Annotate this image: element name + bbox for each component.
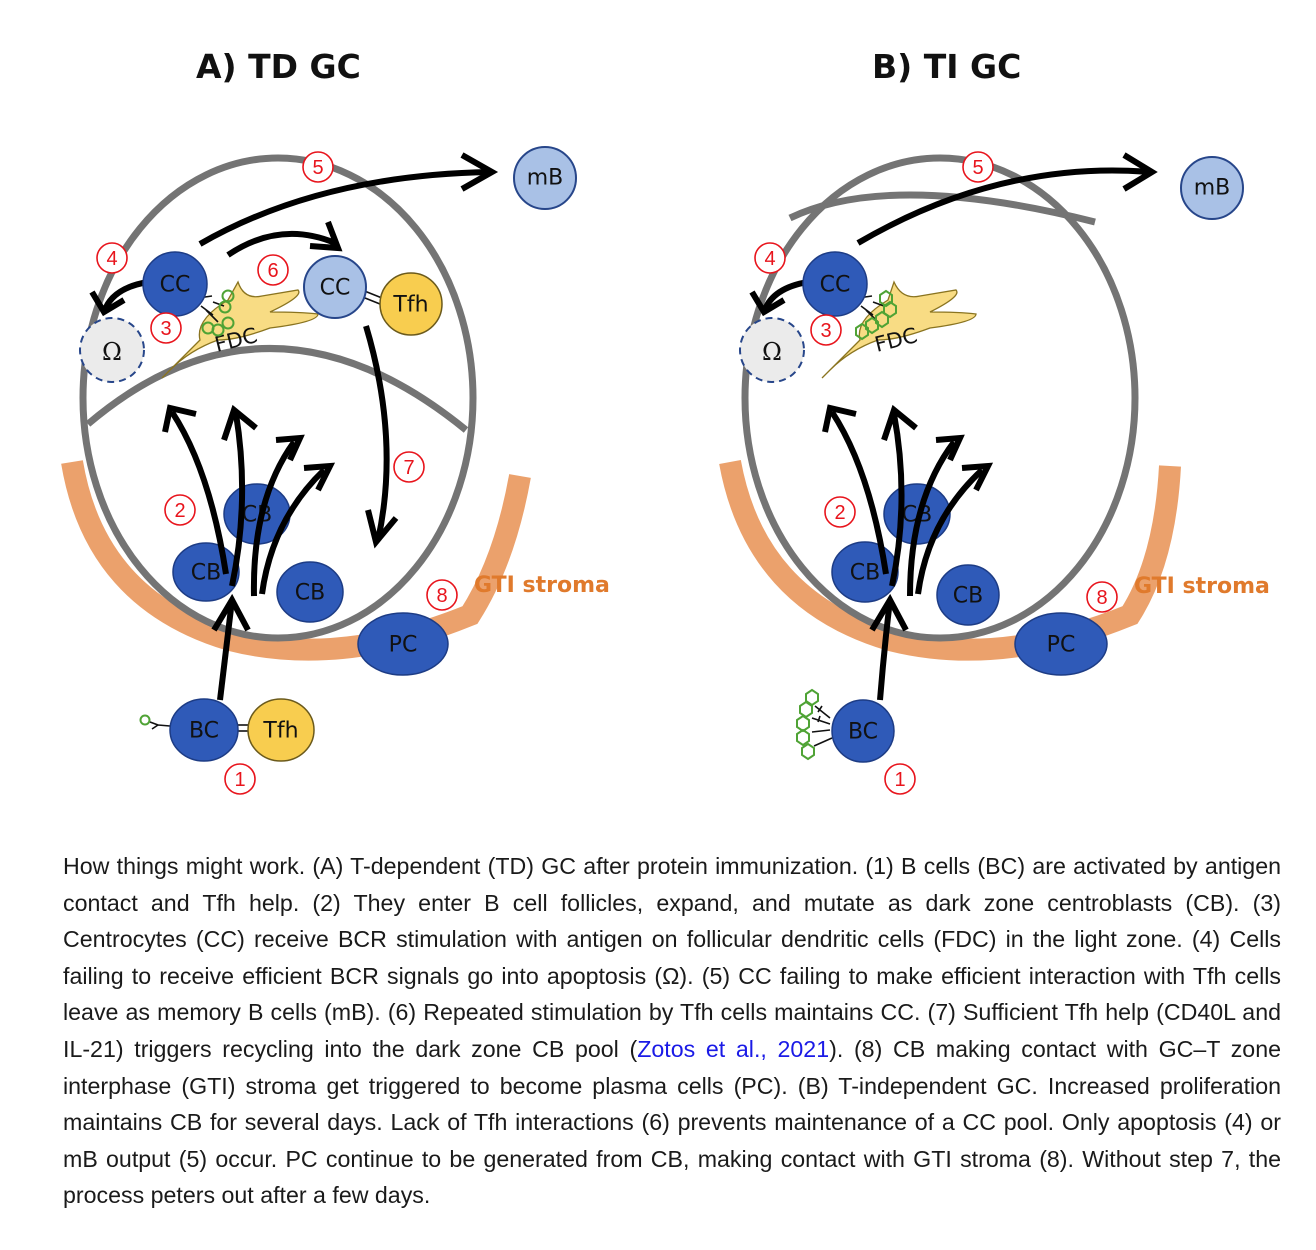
centrocyte-dark-b: [802, 251, 868, 317]
step-7: 7: [393, 451, 425, 483]
panel-b-ti-gc: B) TI GC FDC CC Ω mB CB CB: [719, 47, 1270, 795]
panel-a-title: A) TD GC: [196, 47, 361, 86]
fdc-cell: [161, 280, 319, 379]
plasma-cell-b-label: PC: [1047, 633, 1076, 658]
apoptosis-symbol: Ω: [102, 338, 122, 366]
svg-text:4: 4: [764, 248, 775, 270]
tfh-cell-entry: [247, 698, 315, 762]
svg-text:2: 2: [834, 502, 845, 524]
citation-link[interactable]: Zotos et al., 2021: [637, 1035, 830, 1062]
memory-b-cell-b: [1180, 156, 1244, 220]
b-cell-label: BC: [189, 719, 219, 744]
arrow-step-1-entry: [217, 599, 235, 701]
step-5: 5: [302, 151, 334, 183]
caption-text-part-2: ). (8) CB making contact with GC–T zone …: [63, 1035, 1281, 1209]
arrow-step-4-b-head: [749, 290, 786, 317]
centroblast-2-b-label: CB: [850, 561, 880, 586]
step-3-b: 3: [810, 314, 842, 346]
zone-divider: [85, 345, 469, 433]
step-5-b: 5: [962, 151, 994, 183]
centroblast-3-label: CB: [295, 581, 325, 606]
panel-a-td-gc: A) TD GC FDC CC: [61, 47, 610, 795]
caption-text-part-1: How things might work. (A) T-dependent (…: [63, 853, 1281, 1062]
plasma-cell-b: [1014, 612, 1108, 676]
arrow-step-7-head: [365, 509, 399, 549]
apoptotic-cell: [79, 317, 145, 383]
proliferation-arrows-b: [822, 404, 994, 597]
gti-stroma-label: GTI stroma: [474, 573, 610, 598]
b-cell-b: [831, 699, 895, 763]
step-2-b: 2: [824, 496, 856, 528]
arrow-step-5-b: [856, 167, 1151, 246]
arrow-step-4-head: [89, 290, 126, 317]
step-8-b: 8: [1086, 581, 1118, 613]
centroblast-3-b-label: CB: [953, 584, 983, 609]
svg-text:4: 4: [106, 248, 117, 270]
germinal-center-diagram: A) TD GC FDC CC: [61, 47, 1270, 795]
svg-text:1: 1: [234, 769, 245, 791]
svg-text:2: 2: [174, 500, 185, 522]
apoptotic-cell-b: [739, 317, 805, 383]
centrocyte-light: [303, 255, 367, 319]
zone-divider-b: [788, 191, 1096, 226]
arrow-step-5-b-head: [1122, 152, 1158, 192]
gti-stroma-band-b: [719, 460, 1181, 661]
memory-b-cell-label: mB: [527, 166, 564, 191]
svg-text:5: 5: [312, 157, 323, 179]
arrow-step-1-entry-b-head: [869, 593, 909, 632]
gti-stroma-label-b: GTI stroma: [1134, 574, 1270, 599]
memory-b-cell: [513, 146, 577, 210]
tfh-cell-light-zone-label: Tfh: [392, 293, 428, 318]
step-8: 8: [426, 579, 458, 611]
plasma-cell-label: PC: [389, 633, 418, 658]
arrow-step-1-entry-head: [211, 593, 251, 632]
step-3: 3: [150, 312, 182, 344]
centroblast-2-label: CB: [191, 561, 221, 586]
svg-text:3: 3: [160, 318, 171, 340]
gc-outer-boundary: [79, 154, 477, 642]
proliferation-arrows-2: [259, 462, 336, 595]
arrow-step-6: [226, 230, 337, 258]
b-cell: [169, 698, 239, 762]
arrow-step-5-head: [460, 152, 499, 192]
arrow-step-1-entry-b: [877, 599, 893, 701]
antigen-bcr-small: [139, 714, 171, 730]
step-4: 4: [96, 242, 128, 274]
polymeric-antigen-chain: [796, 688, 833, 761]
panel-b-title: B) TI GC: [872, 47, 1021, 86]
centroblast-3: [276, 561, 344, 623]
svg-text:8: 8: [436, 585, 447, 607]
tfh-cell-entry-label: Tfh: [262, 719, 298, 744]
centrocyte-dark-b-label: CC: [820, 273, 851, 298]
step-4-b: 4: [754, 242, 786, 274]
step-6: 6: [257, 254, 289, 286]
centroblast-3-b: [936, 564, 1000, 626]
apoptosis-symbol-b: Ω: [762, 338, 782, 366]
figure-caption: How things might work. (A) T-dependent (…: [63, 848, 1281, 1214]
fdc-cell-b: [821, 280, 977, 379]
svg-text:8: 8: [1096, 587, 1107, 609]
svg-text:3: 3: [820, 320, 831, 342]
b-cell-b-label: BC: [848, 720, 878, 745]
svg-text:1: 1: [894, 769, 905, 791]
step-1-b: 1: [884, 763, 916, 795]
tfh-cell-light-zone: [379, 272, 443, 336]
gc-outer-boundary-b: [741, 154, 1139, 642]
arrow-step-5: [198, 169, 491, 247]
proliferation-arrows: [162, 404, 305, 597]
step-1: 1: [224, 763, 256, 795]
step-2: 2: [164, 494, 196, 526]
svg-text:5: 5: [972, 157, 983, 179]
memory-b-cell-b-label: mB: [1194, 176, 1231, 201]
centrocyte-dark-label: CC: [160, 273, 191, 298]
svg-text:6: 6: [267, 260, 278, 282]
plasma-cell: [357, 612, 449, 676]
centrocyte-light-label: CC: [320, 276, 351, 301]
arrow-step-6-head: [309, 220, 343, 252]
gti-stroma-band: [61, 460, 531, 661]
arrow-step-7: [363, 325, 390, 541]
svg-text:7: 7: [403, 457, 414, 479]
